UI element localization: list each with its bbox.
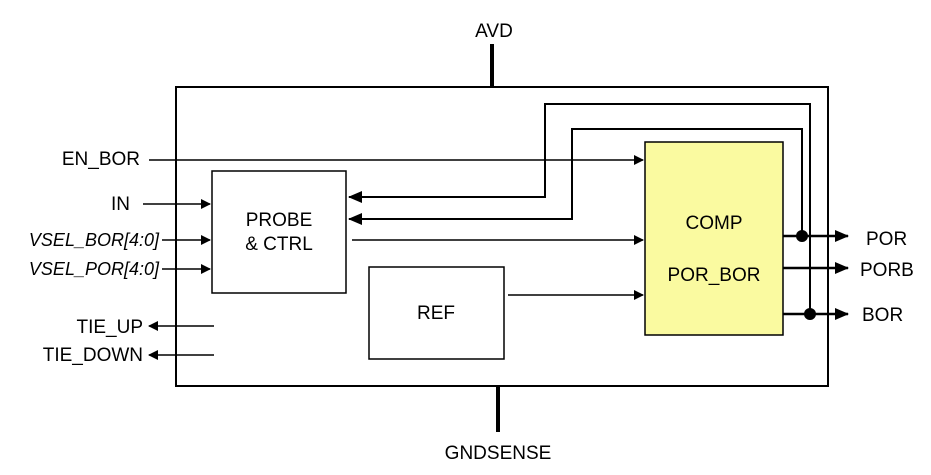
comp-label-line2: POR_BOR	[668, 265, 761, 286]
ref-label: REF	[417, 303, 455, 324]
tie-down-label: TIE_DOWN	[43, 345, 143, 366]
tie-up-label: TIE_UP	[76, 317, 143, 338]
vsel-bor-label: VSEL_BOR[4:0]	[29, 230, 160, 250]
feedback-por-wire	[348, 128, 803, 236]
probe-ctrl-label-line1: PROBE	[246, 210, 313, 231]
feedback-bor-wire	[348, 103, 811, 314]
comp-por-bor-block	[644, 141, 784, 336]
vsel-por-label: VSEL_POR[4:0]	[29, 259, 160, 279]
avd-label: AVD	[475, 21, 513, 42]
en-bor-label: EN_BOR	[62, 149, 140, 170]
porb-label: PORB	[860, 260, 914, 281]
probe-ctrl-block	[211, 170, 347, 294]
in-label: IN	[111, 194, 130, 215]
bor-label: BOR	[862, 305, 903, 326]
por-junction-dot	[796, 230, 808, 242]
ref-block	[368, 266, 505, 360]
por-label: POR	[866, 229, 907, 250]
comp-label-line1: COMP	[686, 213, 743, 234]
bor-junction-dot	[804, 308, 816, 320]
gndsense-label: GNDSENSE	[445, 443, 552, 464]
probe-ctrl-label-line2: & CTRL	[245, 234, 313, 255]
